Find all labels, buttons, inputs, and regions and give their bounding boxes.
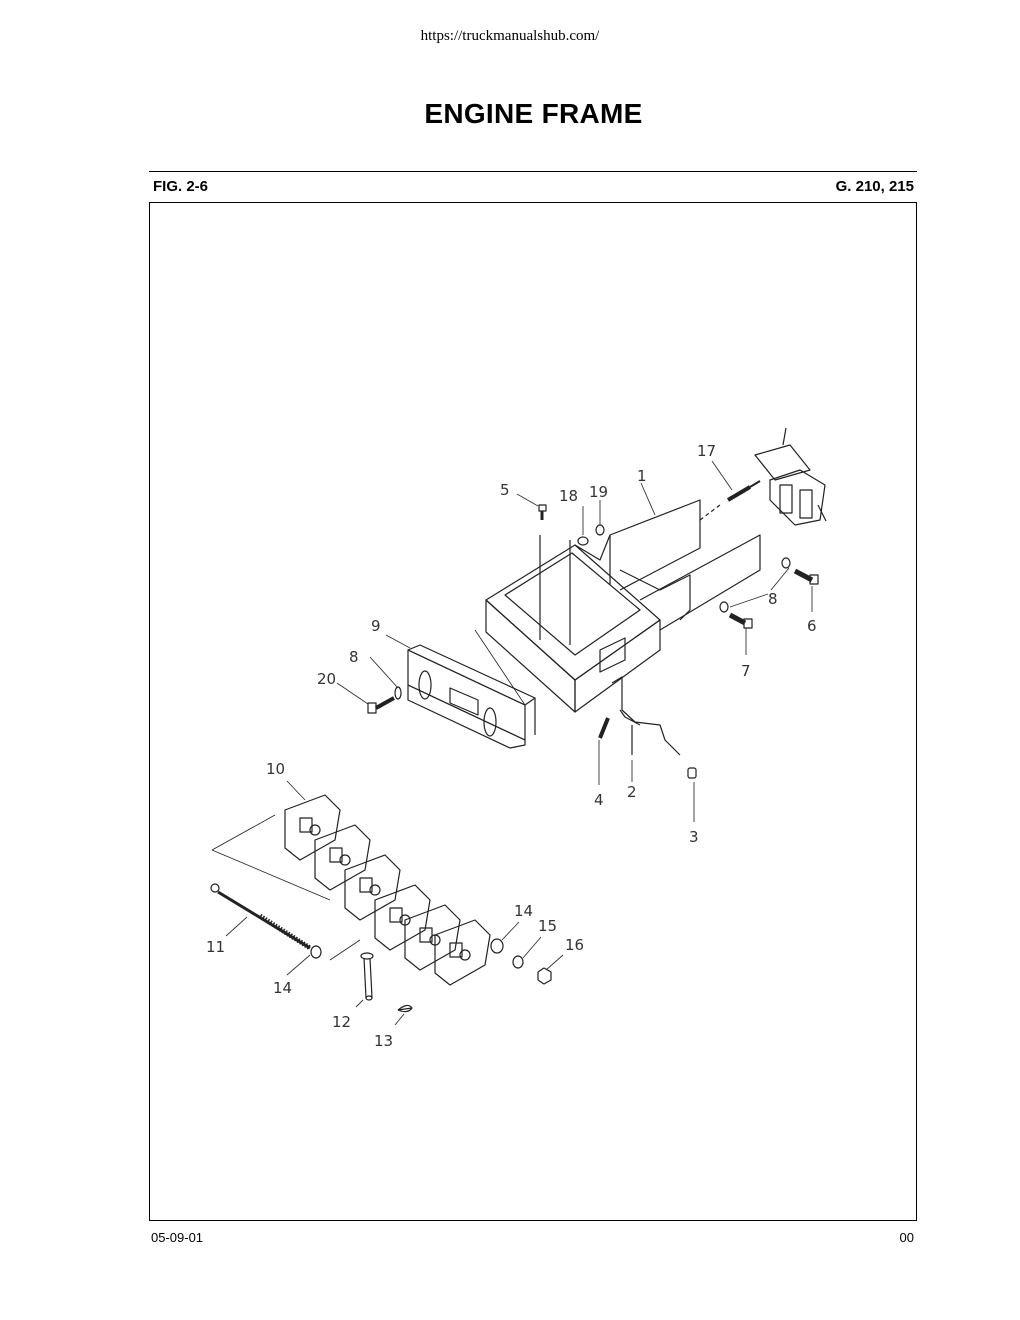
callout-1: 1 bbox=[637, 467, 647, 485]
callout-3: 3 bbox=[689, 828, 699, 846]
callout-4: 4 bbox=[594, 791, 604, 809]
callout-2: 2 bbox=[627, 783, 637, 801]
lever-2-part bbox=[611, 676, 681, 756]
figure-number: FIG. 2-6 bbox=[153, 178, 209, 195]
counterweight-9-part bbox=[407, 629, 536, 749]
pin-17-part bbox=[726, 480, 761, 502]
callout-11: 11 bbox=[206, 938, 225, 956]
washer-8-lower-part bbox=[719, 601, 729, 613]
callout-13: 13 bbox=[374, 1032, 393, 1050]
washer-14-left-part bbox=[310, 945, 322, 959]
bolt-6-part bbox=[793, 568, 819, 585]
long-bolt-11-part bbox=[210, 883, 312, 951]
bolt-7-part bbox=[728, 612, 753, 629]
callout-6: 6 bbox=[807, 617, 817, 635]
page-number: 00 bbox=[899, 1230, 914, 1245]
pin-3-part bbox=[687, 767, 697, 779]
pin-12-part bbox=[360, 952, 374, 1001]
nut-18-part bbox=[577, 536, 589, 546]
callout-17: 17 bbox=[697, 442, 716, 460]
lock-washer-15-part bbox=[512, 955, 524, 969]
header-rule bbox=[149, 171, 917, 172]
washer-8-left-part bbox=[394, 686, 402, 700]
callout-8-upper: 8 bbox=[768, 590, 778, 608]
model-numbers: G. 210, 215 bbox=[835, 178, 914, 195]
mount-bracket-part bbox=[754, 427, 827, 526]
callout-19: 19 bbox=[589, 483, 608, 501]
callout-18: 18 bbox=[559, 487, 578, 505]
washer-19-part bbox=[595, 524, 605, 536]
callout-14-right: 14 bbox=[514, 902, 533, 920]
weight-stack-10-part bbox=[211, 794, 491, 986]
callout-5: 5 bbox=[500, 481, 510, 499]
bolt-20-part bbox=[367, 696, 395, 714]
washer-14-right-part bbox=[490, 938, 504, 954]
callout-15: 15 bbox=[538, 917, 557, 935]
washer-8-upper-part bbox=[781, 557, 791, 569]
leader-lines bbox=[225, 460, 813, 1026]
engine-frame-part bbox=[485, 499, 761, 713]
callout-12: 12 bbox=[332, 1013, 351, 1031]
diagram-frame bbox=[149, 202, 917, 1221]
nut-16-part bbox=[537, 967, 552, 985]
revision-date: 05-09-01 bbox=[151, 1230, 204, 1245]
callout-8-left: 8 bbox=[349, 648, 359, 666]
callout-20: 20 bbox=[317, 670, 336, 688]
callout-7: 7 bbox=[741, 662, 751, 680]
bolt-5-part bbox=[538, 504, 547, 520]
page-title: ENGINE FRAME bbox=[424, 98, 643, 129]
callout-9: 9 bbox=[371, 617, 381, 635]
clip-13-part bbox=[397, 1004, 413, 1013]
source-url: https://truckmanualshub.com/ bbox=[420, 28, 600, 44]
callout-10: 10 bbox=[266, 760, 285, 778]
callout-14-left: 14 bbox=[273, 979, 292, 997]
callout-16: 16 bbox=[565, 936, 584, 954]
spring-pin-4-part bbox=[598, 717, 610, 739]
